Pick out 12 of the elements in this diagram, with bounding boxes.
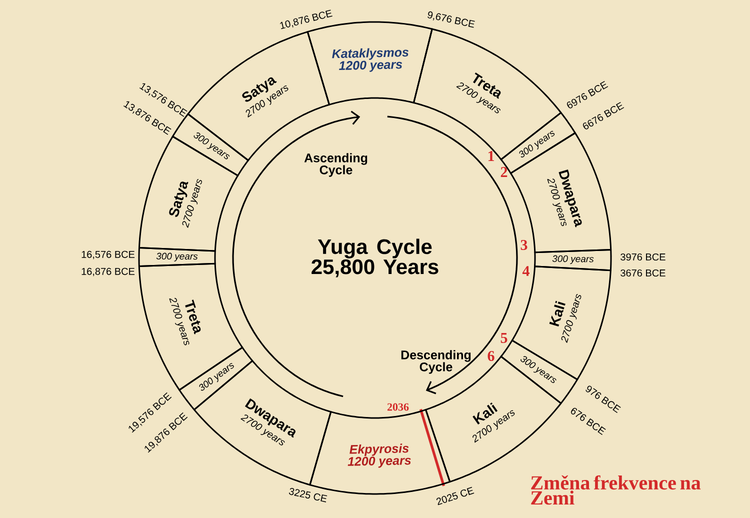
date-label: 16,576 BCE	[82, 250, 135, 260]
year-label: 2036	[387, 403, 409, 411]
center-text: Yuga Cycle 25,800 Years	[312, 238, 438, 278]
callout-number: 3	[520, 240, 528, 250]
callout-number: 4	[522, 266, 530, 276]
short-segment: 300 years	[534, 249, 612, 272]
callout-number: 1	[488, 151, 494, 161]
short-segment: 300 years	[138, 246, 216, 267]
date-label: 3676 BCE	[620, 269, 666, 277]
date-label: 3976 BCE	[620, 253, 666, 261]
callout-number: 2	[500, 167, 508, 177]
date-label: 16,876 BCE	[82, 268, 135, 276]
